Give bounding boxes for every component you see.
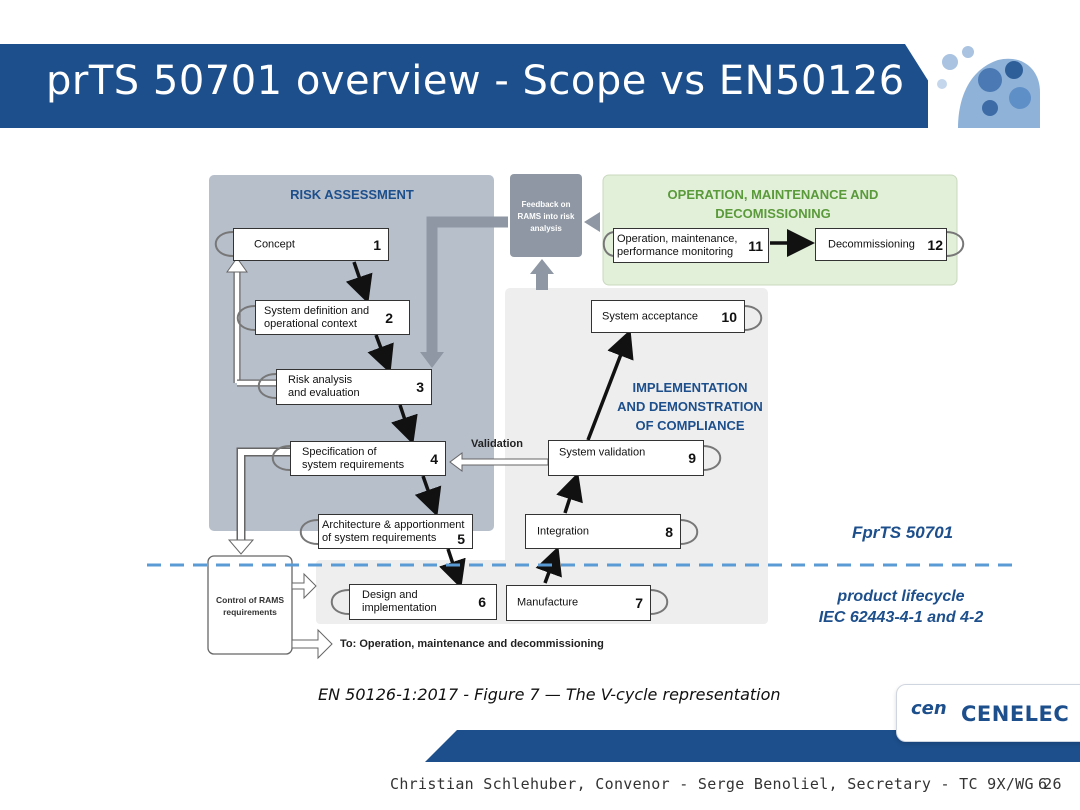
implementation-title-line2: AND DEMONSTRATION	[617, 399, 763, 414]
footer-authors: Christian Schlehuber, Convenor - Serge B…	[390, 775, 1062, 793]
feedback-label: Feedback on RAMS into risk analysis	[517, 200, 575, 233]
feedback-box	[510, 174, 582, 257]
phase-box-7: Manufacture 7	[506, 585, 651, 621]
header-band	[0, 44, 958, 128]
operation-title: OPERATION, MAINTENANCE AND DECOMISSIONIN…	[640, 185, 906, 223]
phase-box-1: Concept 1	[233, 228, 389, 261]
to-operation-label: To: Operation, maintenance and decommiss…	[340, 638, 604, 650]
implementation-title-line3: OF COMPLIANCE	[635, 418, 745, 433]
lifecycle-line2: IEC 62443-4-1 and 4-2	[818, 609, 984, 626]
implementation-title-line1: IMPLEMENTATION	[632, 380, 748, 395]
phase-box-9: System validation 9	[548, 440, 704, 476]
implementation-title: IMPLEMENTATION AND DEMONSTRATION OF COMP…	[600, 378, 780, 435]
figure-caption: EN 50126-1:2017 - Figure 7 — The V-cycle…	[318, 685, 781, 704]
control-rams-label: Control of RAMS requirements	[216, 595, 284, 617]
phase-box-12: Decommissioning 12	[815, 228, 947, 261]
operation-title-line2: DECOMISSIONING	[715, 206, 831, 221]
control-rams-box	[207, 555, 293, 655]
validation-label: Validation	[471, 438, 523, 450]
page-title: prTS 50701 overview - Scope vs EN50126	[46, 58, 905, 104]
phase-box-8: Integration 8	[525, 514, 681, 549]
page-number: 6	[1038, 775, 1048, 793]
operation-title-line1: OPERATION, MAINTENANCE AND	[667, 187, 879, 202]
phase-box-11: Operation, maintenance,performance monit…	[613, 228, 769, 263]
gear-head-icon	[928, 40, 1048, 130]
risk-assessment-title: RISK ASSESSMENT	[290, 187, 414, 202]
fprts-label: FprTS 50701	[852, 523, 954, 542]
cenelec-logo-text: CENELEC	[961, 702, 1070, 726]
cen-logo-text: cen	[911, 698, 947, 719]
lifecycle-line1: product lifecycle	[837, 588, 965, 605]
lifecycle-label: product lifecycle IEC 62443-4-1 and 4-2	[796, 586, 1006, 628]
cenelec-logo: cen CENELEC	[896, 684, 1080, 742]
phase-box-10: System acceptance 10	[591, 300, 745, 333]
